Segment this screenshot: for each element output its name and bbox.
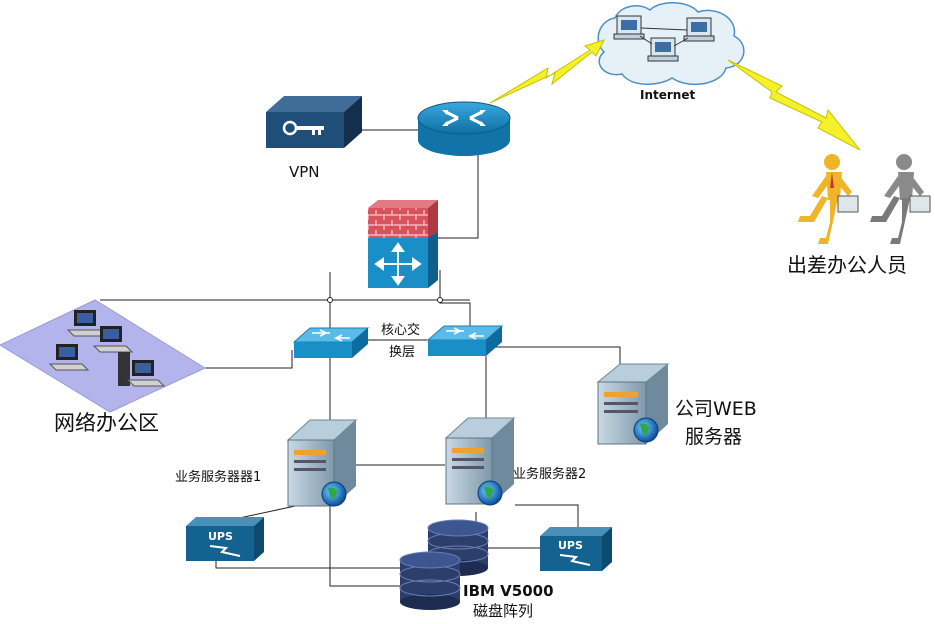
link-office-left-switch [205,350,293,369]
office-pc-icon [66,310,108,337]
cloud-pc-icon [683,17,715,42]
ups-right-icon: UPS [540,527,612,571]
office-area-icon [0,299,207,413]
business-server-1-label: 业务服务器器1 [175,469,261,485]
vpn-device-icon [266,96,362,148]
firewall-icon [368,200,438,288]
web-server-label-line2: 服务器 [685,426,742,448]
ups-left-label: UPS [208,530,233,543]
core-switch-label-line1: 核心交 [381,322,420,338]
link-firewall-right-switch [439,270,471,330]
cloud-pc-icon [647,37,679,62]
router-icon [417,101,511,156]
lightning-bolt-right-icon [727,59,861,151]
internet-cloud: Internet [597,2,745,102]
link-ups-left-storage [215,560,405,569]
link-server1-storage [329,500,405,587]
power-bolt-icon [559,554,591,566]
connection-lines [100,129,621,587]
storage-label-line2: 磁盘阵列 [473,602,533,620]
core-switch-right-icon [426,325,504,356]
office-area-label: 网络办公区 [54,411,159,435]
lightning-bolt-left-icon [489,39,605,104]
web-server-label-line1: 公司WEB [675,398,757,420]
storage-disk-array-icon [399,519,489,610]
vpn-label: VPN [289,163,320,181]
link-switch-webserver [492,346,621,370]
travel-staff-icon [798,154,931,244]
internet-label: Internet [640,88,695,102]
cloud-pc-icon [613,15,645,40]
core-switch-left-icon [292,327,370,358]
core-switch-label-line2: 换层 [389,345,415,360]
link-ups-right-server2 [515,504,579,528]
ups-left-icon: UPS [186,517,264,561]
link-router-firewall [438,152,479,239]
travel-staff-label: 出差办公人员 [787,253,907,277]
office-pc-icon [48,344,90,371]
ups-right-label: UPS [558,539,583,552]
office-pc-icon [92,326,134,353]
power-bolt-icon [209,545,241,557]
business-server-2-label: 业务服务器2 [513,466,586,482]
business-server-1-icon [286,419,358,507]
key-icon [282,120,324,136]
storage-label-line1: IBM V5000 [463,582,554,600]
business-server-2-icon [444,417,516,506]
office-pc-icon [118,352,166,387]
web-server-icon [596,363,670,445]
